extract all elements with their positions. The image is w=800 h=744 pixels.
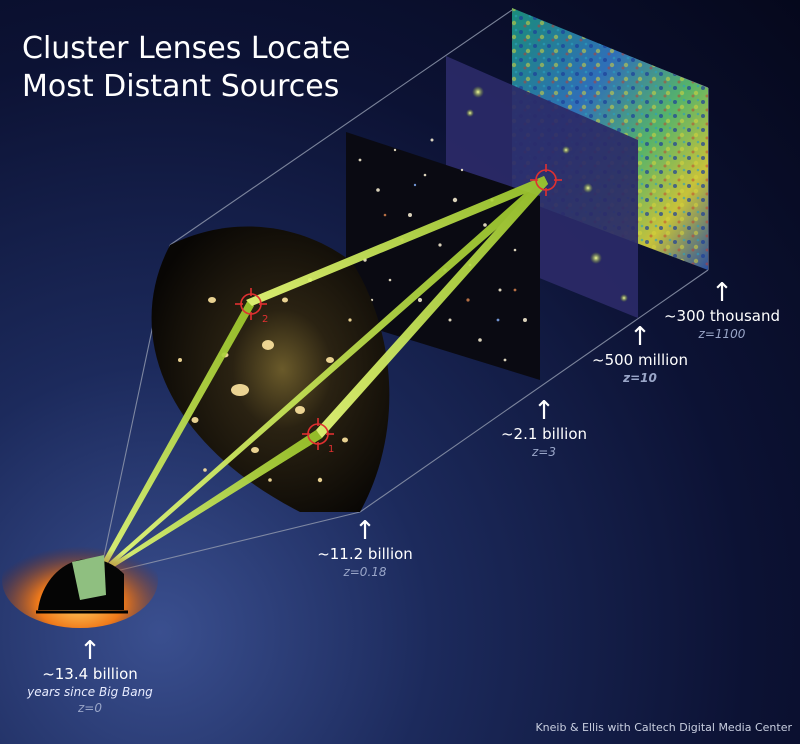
timeline-label-first-galaxies: ↑ ~500 million z=10 — [570, 324, 710, 386]
redshift-label: z=1100 — [698, 327, 746, 341]
marker-source — [530, 164, 562, 196]
time-label: ~11.2 billion — [317, 545, 413, 563]
timeline-label-cmb: ↑ ~300 thousand z=1100 — [652, 280, 792, 342]
time-label: ~2.1 billion — [500, 425, 588, 443]
timeline-label-deep-field: ↑ ~2.1 billion z=3 — [474, 398, 614, 460]
redshift-label: z=10 — [623, 371, 657, 385]
timeline-label-observer: ↑ ~13.4 billion years since Big Bang z=0 — [20, 638, 160, 716]
title-line-1: Cluster Lenses Locate — [22, 31, 351, 66]
up-arrow-icon: ↑ — [629, 322, 651, 352]
time-label: ~13.4 billion — [42, 665, 138, 683]
time-label: ~300 thousand — [663, 307, 781, 325]
time-note: years since Big Bang — [27, 685, 153, 699]
timeline-label-cluster: ↑ ~11.2 billion z=0.18 — [295, 518, 435, 580]
marker-2-number: 2 — [262, 314, 268, 325]
galaxy-cluster-lens — [151, 226, 390, 512]
up-arrow-icon: ↑ — [354, 516, 376, 546]
up-arrow-icon: ↑ — [711, 278, 733, 308]
time-label: ~500 million — [592, 351, 688, 369]
up-arrow-icon: ↑ — [79, 636, 101, 666]
redshift-label: z=3 — [532, 445, 556, 459]
image-credit: Kneib & Ellis with Caltech Digital Media… — [535, 721, 792, 734]
redshift-label: z=0.18 — [343, 565, 387, 579]
observatory-dome — [2, 532, 158, 628]
marker-1-number: 1 — [328, 444, 334, 455]
up-arrow-icon: ↑ — [533, 396, 555, 426]
marker-2 — [235, 288, 267, 320]
light-beams — [95, 176, 548, 575]
redshift-label: z=0 — [78, 701, 102, 715]
marker-1 — [302, 418, 334, 450]
page-title: Cluster Lenses Locate Most Distant Sourc… — [22, 30, 351, 106]
title-line-2: Most Distant Sources — [22, 69, 340, 104]
